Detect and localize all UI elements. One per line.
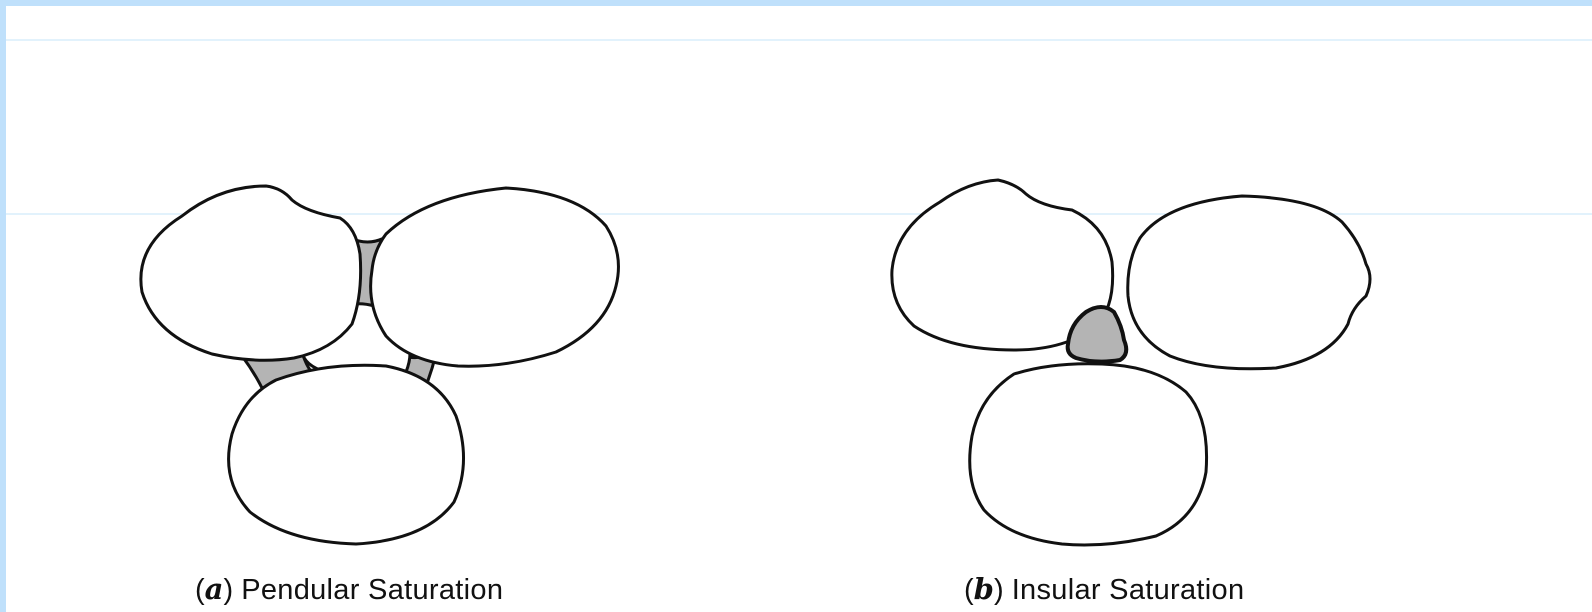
caption-panel-a: (a) Pendular Saturation xyxy=(195,572,503,607)
caption-open-paren: ( xyxy=(195,574,205,606)
insular-water-droplet xyxy=(1065,305,1129,364)
figure-svg xyxy=(6,39,1592,547)
sand-grain-bottom xyxy=(968,362,1209,547)
caption-panel-b: (b) Insular Saturation xyxy=(964,572,1244,607)
caption-label: Pendular Saturation xyxy=(241,574,504,606)
caption-panel-letter: a xyxy=(204,572,224,606)
caption-label: Insular Saturation xyxy=(1011,574,1245,606)
sand-grain-bottom xyxy=(227,363,465,546)
caption-close-paren: ) xyxy=(993,574,1004,606)
caption-open-paren: ( xyxy=(964,574,974,606)
sand-grain-upper-left xyxy=(139,184,363,362)
sand-grain-upper-right xyxy=(369,186,620,368)
panel-b-diagram xyxy=(890,178,1372,547)
panel-a-diagram xyxy=(139,184,620,546)
figure-canvas: (a) Pendular Saturation (b) Insular Satu… xyxy=(6,6,1592,612)
sand-grain-upper-right xyxy=(1126,194,1372,371)
caption-panel-letter: b xyxy=(973,572,994,606)
caption-close-paren: ) xyxy=(223,574,234,606)
